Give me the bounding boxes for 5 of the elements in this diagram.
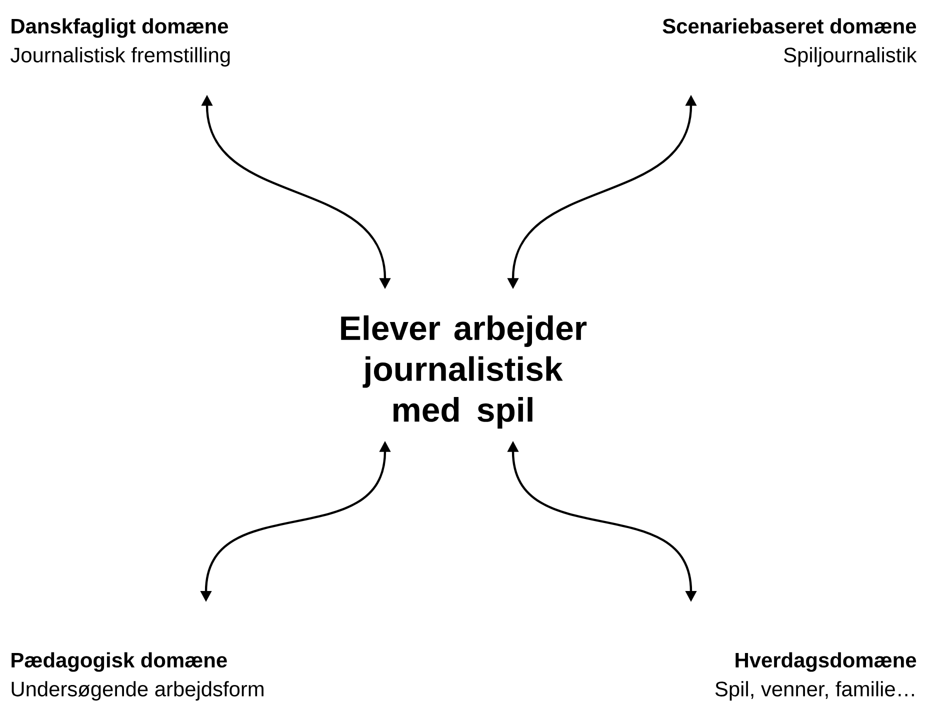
domain-label: Pædagogisk domæne Undersøgende arbejdsform <box>12 652 264 701</box>
domain-label: Danskfagligt domæne Journalistisk fremstilling <box>10 18 230 67</box>
domain-label: Scenariebaseret domæne Spiljournalistik <box>662 18 917 67</box>
center-text: Elever arbejder journalistisk med spil <box>341 315 587 429</box>
domain-label: Hverdagsdomæne Spil, venner, familie… <box>715 652 916 701</box>
